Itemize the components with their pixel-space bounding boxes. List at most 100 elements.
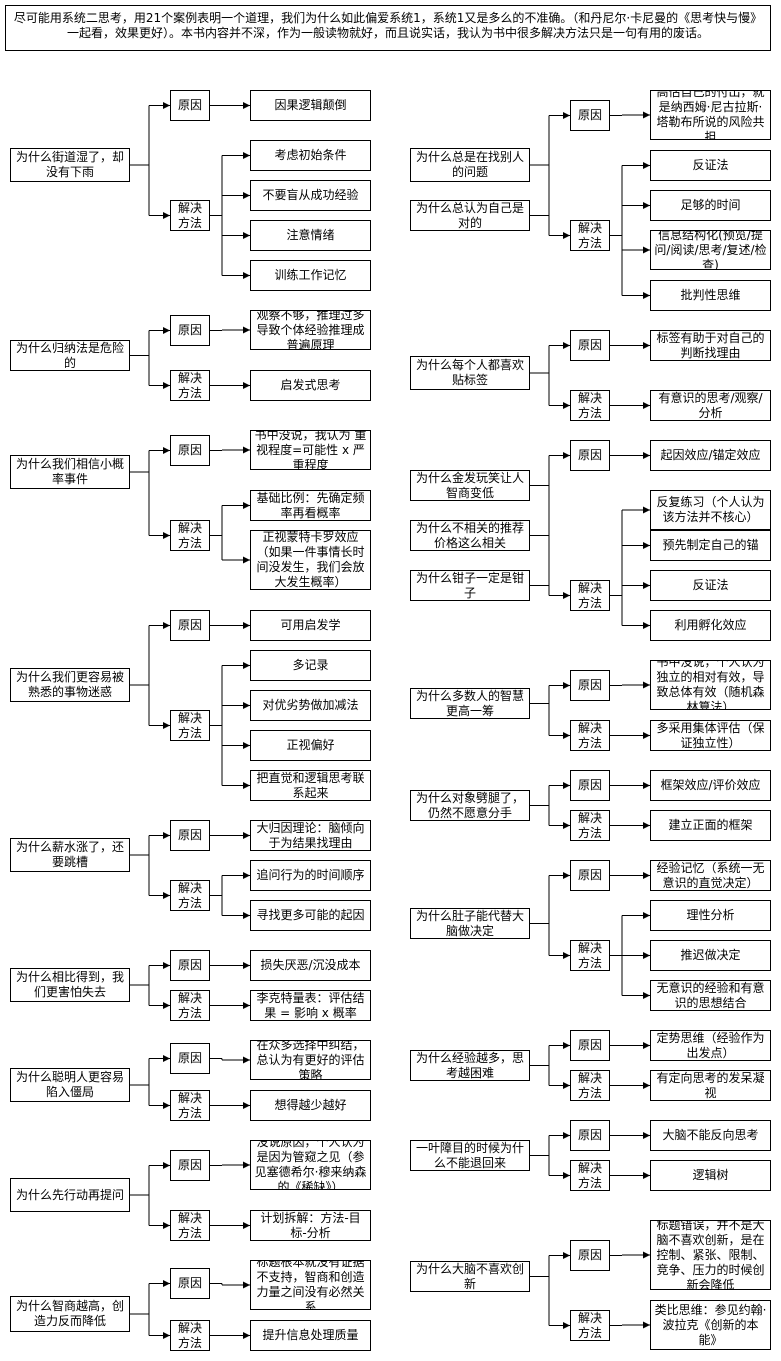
right-3-cause-label: 原因 bbox=[570, 670, 610, 701]
left-4-solution-label: 解决方法 bbox=[170, 880, 210, 911]
right-2-solution-item: 利用孵化效应 bbox=[650, 610, 771, 641]
right-5-cause-label: 原因 bbox=[570, 860, 610, 891]
right-7-cause-item: 大脑不能反向思考 bbox=[650, 1120, 771, 1151]
right-4-question: 为什么对象劈腿了，仍然不愿意分手 bbox=[410, 790, 530, 821]
arrow-head bbox=[563, 952, 570, 959]
arrow-head bbox=[163, 1162, 170, 1169]
right-3-cause-item: 书中没说，个人认为独立的相对有效，导致总体有效（随机森林算法） bbox=[650, 660, 771, 710]
arrow-head bbox=[163, 1055, 170, 1062]
left-4-solution-item: 追问行为的时间顺序 bbox=[250, 860, 371, 891]
left-1-solution-label: 解决方法 bbox=[170, 370, 210, 401]
arrow-head bbox=[643, 1251, 650, 1259]
arrow-head bbox=[163, 1222, 170, 1229]
right-3-question: 为什么多数人的智慧更高一筹 bbox=[410, 688, 530, 719]
arrow-head bbox=[243, 446, 250, 454]
left-7-question: 为什么先行动再提问 bbox=[10, 1178, 130, 1212]
right-7-solution-item: 逻辑树 bbox=[650, 1160, 771, 1191]
arrow-head bbox=[243, 1332, 250, 1339]
left-1-question: 为什么归纳法是危险的 bbox=[10, 340, 130, 371]
left-5-question: 为什么相比得到，我们更害怕失去 bbox=[10, 968, 130, 1002]
arrow-head bbox=[163, 532, 170, 539]
left-6-cause-label: 原因 bbox=[170, 1043, 210, 1074]
left-6-cause-item: 在众多选择中纠结，总认为有更好的评估策略 bbox=[250, 1040, 371, 1080]
arrow-head bbox=[243, 872, 250, 879]
arrow-head bbox=[643, 246, 650, 254]
arrow-head bbox=[163, 1002, 170, 1009]
left-4-cause-item: 大归因理论：脑倾向于为结果找理由 bbox=[250, 820, 371, 851]
right-0-cause-label: 原因 bbox=[570, 100, 610, 131]
right-0-question: 为什么总是在找别人的问题 bbox=[410, 148, 530, 182]
right-5-solution-item: 理性分析 bbox=[650, 900, 771, 931]
right-8-cause-label: 原因 bbox=[570, 1240, 610, 1271]
arrow-head bbox=[163, 962, 170, 969]
arrow-head bbox=[243, 1222, 250, 1229]
right-2-solution-item: 反复练习（个人认为该方法并不核心） bbox=[650, 490, 771, 530]
left-5-cause-label: 原因 bbox=[170, 950, 210, 981]
left-3-solution-item: 把直觉和逻辑思考联系起来 bbox=[250, 770, 371, 801]
left-7-solution-item: 计划拆解：方法-目标-分析 bbox=[250, 1210, 371, 1241]
arrow-head bbox=[563, 1172, 570, 1179]
arrow-head bbox=[243, 662, 250, 669]
left-6-solution-label: 解决方法 bbox=[170, 1090, 210, 1121]
arrow-head bbox=[243, 622, 250, 629]
left-0-solution-item: 训练工作记忆 bbox=[250, 260, 371, 291]
right-0-solution-item: 批判性思维 bbox=[650, 280, 771, 311]
right-7-cause-label: 原因 bbox=[570, 1120, 610, 1151]
right-5-solution-label: 解决方法 bbox=[570, 940, 610, 971]
left-3-solution-item: 对优劣势做加减法 bbox=[250, 690, 371, 721]
arrow-head bbox=[643, 872, 650, 879]
arrow-head bbox=[243, 962, 250, 969]
arrow-head bbox=[563, 682, 570, 689]
right-0-solution-item: 反证法 bbox=[650, 150, 771, 181]
right-1-solution-label: 解决方法 bbox=[570, 390, 610, 421]
arrow-head bbox=[243, 1102, 250, 1109]
arrow-head bbox=[563, 782, 570, 789]
right-8-solution-item: 类比思维：参见约翰·波拉克《创新的本能》 bbox=[650, 1300, 771, 1350]
left-8-cause-item: 标题根本就没有证据不支持，智商和创造力量之间没有必然关系 bbox=[250, 1260, 371, 1310]
arrow-head bbox=[163, 892, 170, 899]
arrow-head bbox=[643, 1042, 650, 1049]
arrow-head bbox=[563, 592, 570, 599]
arrow-head bbox=[163, 102, 170, 109]
left-0-solution-label: 解决方法 bbox=[170, 200, 210, 231]
arrow-head bbox=[243, 382, 250, 389]
left-0-cause-item: 因果逻辑颠倒 bbox=[250, 90, 371, 121]
arrow-head bbox=[563, 732, 570, 739]
arrow-head bbox=[643, 732, 650, 739]
arrow-head bbox=[563, 822, 570, 829]
left-8-solution-label: 解决方法 bbox=[170, 1320, 210, 1351]
right-5-solution-item: 推迟做决定 bbox=[650, 940, 771, 971]
right-6-cause-item: 定势思维（经验作为出发点） bbox=[650, 1030, 771, 1061]
right-3-solution-item: 多采用集体评估（保证独立性） bbox=[650, 720, 771, 751]
arrow-head bbox=[643, 582, 650, 589]
arrow-head bbox=[163, 1332, 170, 1339]
arrow-head bbox=[643, 1172, 650, 1179]
arrow-head bbox=[243, 192, 250, 199]
arrow-head bbox=[163, 447, 170, 454]
arrow-head bbox=[563, 1082, 570, 1089]
arrow-head bbox=[243, 702, 250, 709]
right-2-solution-item: 预先制定自己的锚 bbox=[650, 530, 771, 561]
right-8-solution-label: 解决方法 bbox=[570, 1310, 610, 1341]
left-4-cause-label: 原因 bbox=[170, 820, 210, 851]
right-0-solution-item: 足够的时间 bbox=[650, 190, 771, 221]
arrow-head bbox=[643, 202, 650, 209]
arrow-head bbox=[643, 1082, 650, 1089]
left-3-cause-item: 可用启发学 bbox=[250, 610, 371, 641]
arrow-head bbox=[563, 872, 570, 879]
left-0-solution-item: 不要盲从成功经验 bbox=[250, 180, 371, 211]
arrow-head bbox=[643, 542, 650, 549]
arrow-head bbox=[643, 402, 650, 409]
arrow-head bbox=[643, 1132, 650, 1139]
arrow-head bbox=[563, 1252, 570, 1259]
arrow-head bbox=[643, 111, 650, 119]
left-2-solution-label: 解决方法 bbox=[170, 520, 210, 551]
arrow-head bbox=[243, 1002, 250, 1009]
arrow-head bbox=[163, 212, 170, 219]
arrow-head bbox=[643, 822, 650, 829]
left-0-solution-item: 注意情绪 bbox=[250, 220, 371, 251]
arrow-head bbox=[243, 152, 250, 159]
right-5-cause-item: 经验记忆（系统一无意识的直觉决定） bbox=[650, 860, 771, 891]
left-6-question: 为什么聪明人更容易陷入僵局 bbox=[10, 1068, 130, 1102]
right-1-question: 为什么每个人都喜欢贴标签 bbox=[410, 356, 530, 390]
